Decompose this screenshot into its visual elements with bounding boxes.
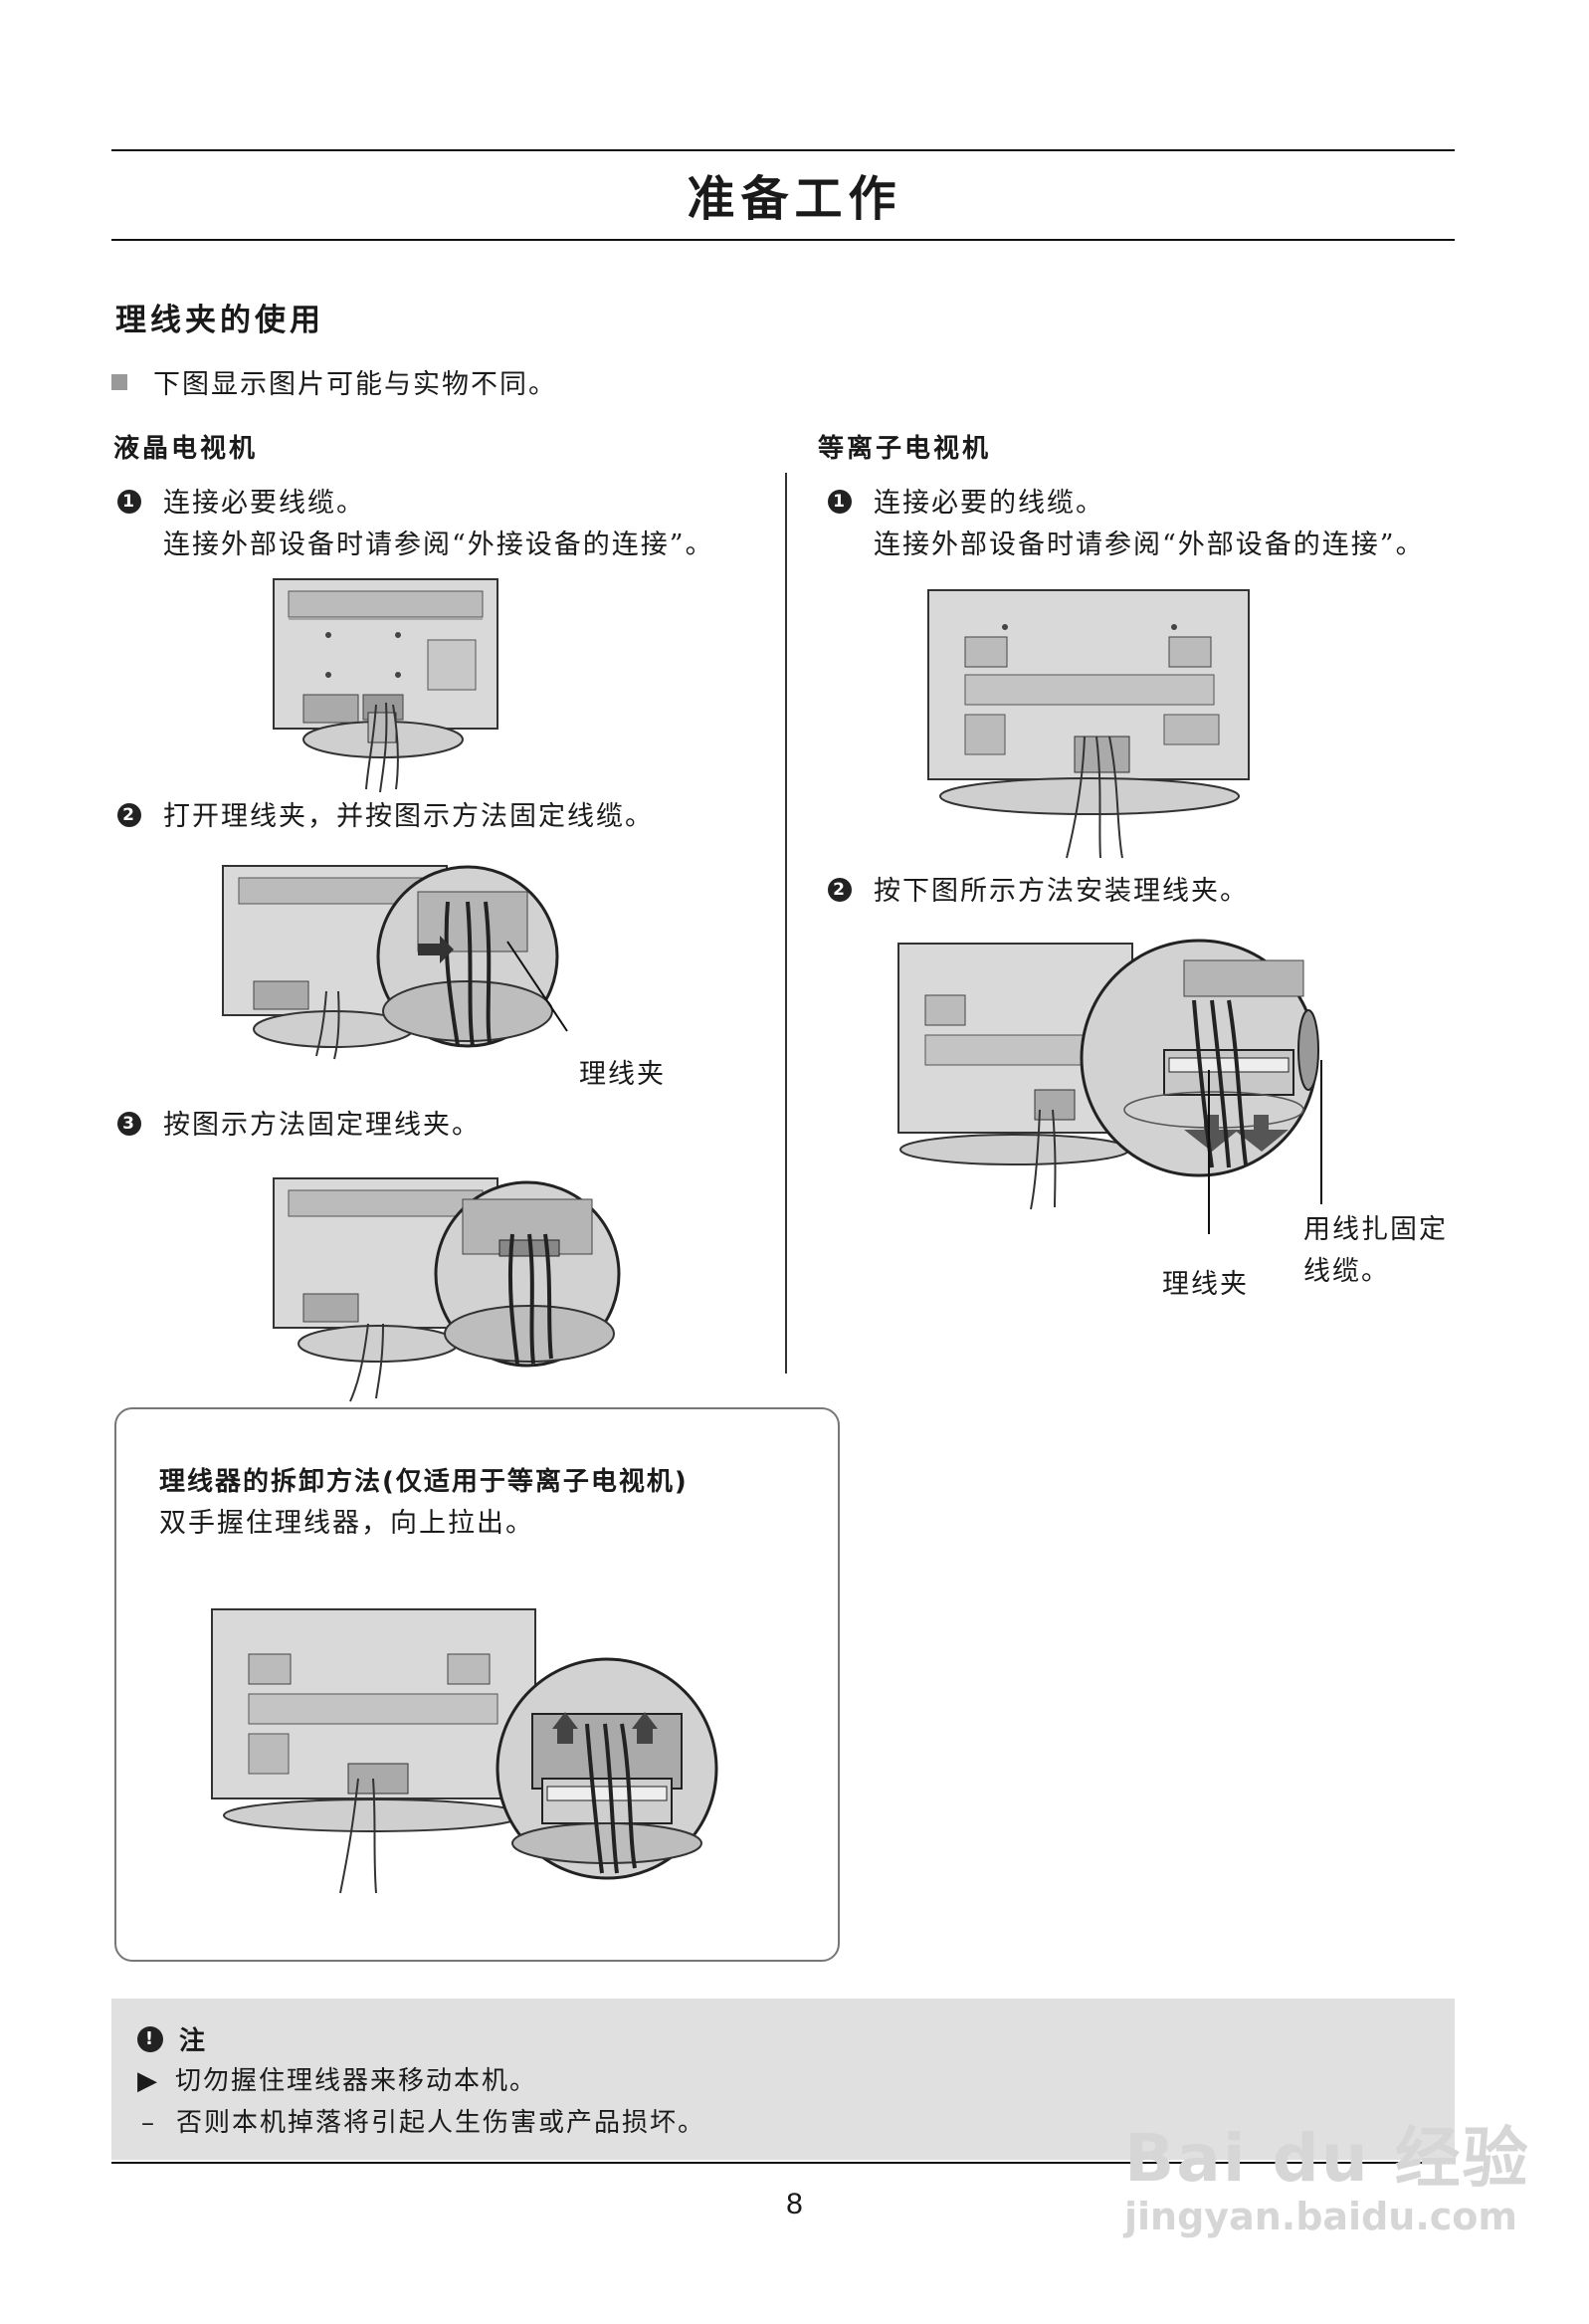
- lcd-tv-back-figure-1: [269, 575, 507, 794]
- step-number-icon: 1: [117, 490, 141, 514]
- note-line2: 否则本机掉落将引起人生伤害或产品损坏。: [176, 2108, 705, 2138]
- lcd-step1-line1: 连接必要线缆。: [163, 488, 365, 519]
- plasma-step1-line1: 连接必要的线缆。: [874, 488, 1104, 519]
- plasma-clip-removal-figure: [209, 1604, 726, 1903]
- note-label: 注: [179, 2026, 207, 2056]
- lcd-heading: 液晶电视机: [113, 428, 258, 465]
- plasma-step2-text: 按下图所示方法安装理线夹。: [874, 876, 1249, 907]
- top-rule: [111, 149, 1455, 151]
- baidu-watermark-url: jingyan.baidu.com: [1124, 2195, 1517, 2238]
- title-rule: [111, 239, 1455, 241]
- lcd-step2-text: 打开理线夹，并按图示方法固定线缆。: [163, 801, 654, 832]
- removal-title: 理线器的拆卸方法(仅适用于等离子电视机): [159, 1461, 689, 1498]
- exclamation-icon: !: [137, 2026, 163, 2052]
- note-item-2: –否则本机掉落将引起人生伤害或产品损坏。: [137, 2102, 705, 2139]
- note-item-1: ▶ 切勿握住理线器来移动本机。: [137, 2060, 537, 2097]
- triangle-right-icon: ▶: [137, 2066, 159, 2096]
- plasma-tv-back-figure-1: [925, 587, 1254, 861]
- lcd-step3: 3 按图示方法固定理线夹。: [117, 1105, 481, 1147]
- plasma-step1: 1 连接必要的线缆。 连接外部设备时请参阅“外部设备的连接”。: [828, 483, 1425, 566]
- lcd-tv-clip-fixed-figure: [269, 1174, 627, 1403]
- lcd-step1-line2: 连接外部设备时请参阅“外接设备的连接”。: [117, 525, 714, 566]
- plasma-cable-tie-callout: 用线扎固定 线缆。: [1303, 1209, 1448, 1293]
- plasma-heading: 等离子电视机: [818, 428, 991, 465]
- square-bullet-icon: [111, 374, 127, 390]
- intro-note: 下图显示图片可能与实物不同。: [111, 362, 557, 401]
- section-title: 理线夹的使用: [115, 295, 324, 339]
- plasma-step2: 2 按下图所示方法安装理线夹。: [828, 871, 1249, 913]
- step-number-icon: 1: [828, 490, 852, 514]
- plasma-cable-tie-line1: 用线扎固定: [1303, 1209, 1448, 1251]
- baidu-watermark-logo: Bai du 经验: [1124, 2105, 1530, 2201]
- lcd-step3-text: 按图示方法固定理线夹。: [163, 1110, 481, 1141]
- note-header: !注: [137, 2020, 207, 2057]
- lcd-step1: 1 连接必要线缆。 连接外部设备时请参阅“外接设备的连接”。: [117, 483, 714, 566]
- page-title: 准备工作: [0, 159, 1589, 229]
- step-number-icon: 2: [117, 803, 141, 827]
- column-divider: [785, 473, 787, 1373]
- plasma-tv-clip-install-figure: [895, 941, 1343, 1239]
- intro-note-text: 下图显示图片可能与实物不同。: [153, 362, 557, 401]
- dash-bullet-icon: –: [137, 2108, 156, 2138]
- removal-text: 双手握住理线器，向上拉出。: [159, 1503, 534, 1545]
- plasma-clip-callout: 理线夹: [1162, 1262, 1249, 1301]
- step-number-icon: 2: [828, 878, 852, 902]
- note-line1: 切勿握住理线器来移动本机。: [175, 2066, 537, 2096]
- plasma-cable-tie-line2: 线缆。: [1303, 1251, 1448, 1293]
- step-number-icon: 3: [117, 1112, 141, 1136]
- plasma-step1-line2: 连接外部设备时请参阅“外部设备的连接”。: [828, 525, 1425, 566]
- lcd-clip-callout: 理线夹: [579, 1052, 666, 1091]
- lcd-tv-clip-open-figure: [219, 862, 597, 1061]
- lcd-step2: 2 打开理线夹，并按图示方法固定线缆。: [117, 796, 654, 838]
